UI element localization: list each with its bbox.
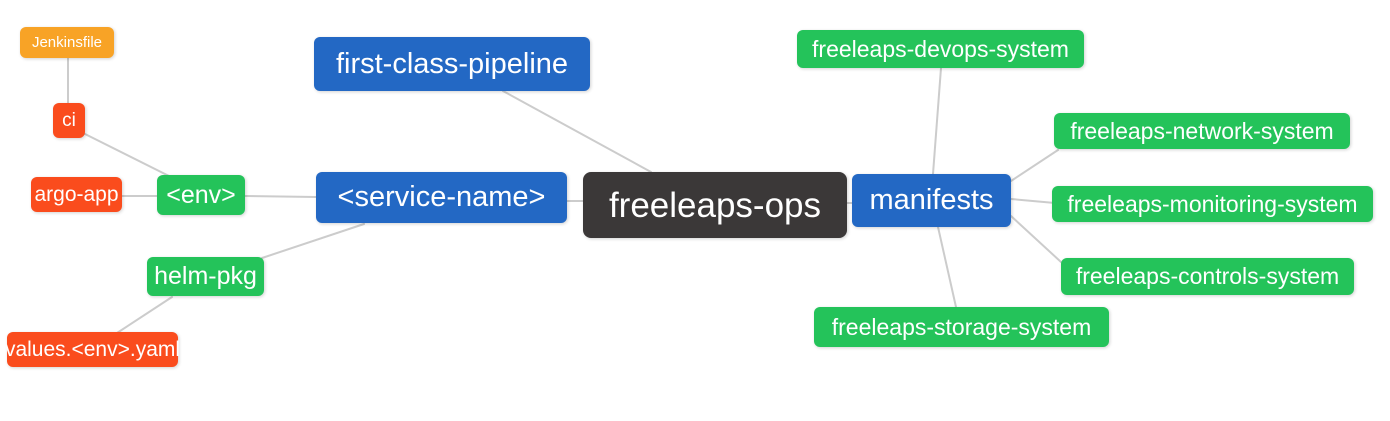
edge-ci-env [84,133,172,178]
edge-values-helmpkg [116,296,173,334]
node-ci[interactable]: ci [53,103,85,138]
node-root-freeleaps-ops[interactable]: freeleaps-ops [583,172,847,238]
edge-pipeline-ops [502,90,652,173]
node-service-name[interactable]: <service-name> [316,172,567,223]
node-jenkinsfile[interactable]: Jenkinsfile [20,27,114,58]
edge-manifests-controls [1010,215,1062,263]
node-freeleaps-monitoring-system[interactable]: freeleaps-monitoring-system [1052,186,1373,222]
edge-env-servicename [244,195,317,198]
node-manifests[interactable]: manifests [852,174,1011,227]
edge-manifests-storage [937,226,957,308]
node-values-env-yaml[interactable]: values.<env>.yaml [5,332,180,367]
edge-manifests-devops [932,67,942,175]
node-helm-pkg[interactable]: helm-pkg [147,257,264,296]
edge-helmpkg-servicename [261,223,365,259]
node-freeleaps-controls-system[interactable]: freeleaps-controls-system [1061,258,1354,295]
edge-manifests-network [1010,149,1059,182]
node-env[interactable]: <env> [157,175,245,215]
node-freeleaps-storage-system[interactable]: freeleaps-storage-system [814,307,1109,347]
node-first-class-pipeline[interactable]: first-class-pipeline [314,37,590,91]
node-freeleaps-network-system[interactable]: freeleaps-network-system [1054,113,1350,149]
edge-manifests-monitoring [1010,198,1056,204]
node-argo-app[interactable]: argo-app [31,177,122,212]
node-freeleaps-devops-system[interactable]: freeleaps-devops-system [797,30,1084,68]
